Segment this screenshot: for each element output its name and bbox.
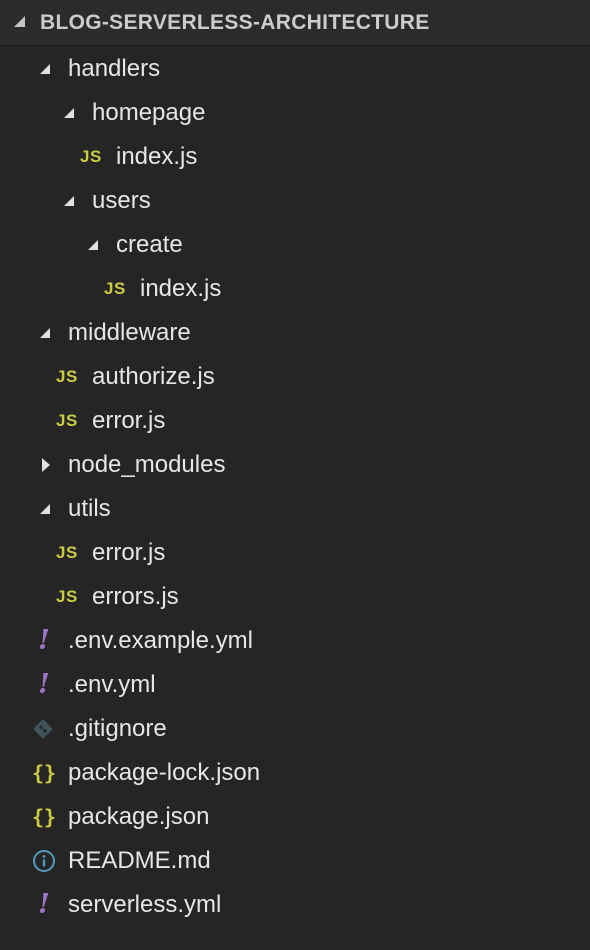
tree-folder-node-modules[interactable]: node_modules [0,443,590,487]
folder-expanded-icon[interactable] [64,108,74,118]
yaml-file-icon: ! [38,889,50,920]
tree-file-package-lock-json[interactable]: {} package-lock.json [0,751,590,795]
tree-file-env-example-yml[interactable]: ! .env.example.yml [0,619,590,663]
tree-file-gitignore[interactable]: .gitignore [0,707,590,751]
file-label: authorize.js [92,363,215,390]
file-label: package-lock.json [68,759,261,786]
tree-folder-middleware[interactable]: middleware [0,311,590,355]
javascript-file-icon: JS [80,147,102,166]
file-label: index.js [116,143,198,170]
tree-file-serverless-yml[interactable]: ! serverless.yml [0,883,590,927]
project-title: BLOG-SERVERLESS-ARCHITECTURE [40,11,430,34]
info-file-icon [33,850,55,872]
javascript-file-icon: JS [56,587,78,606]
git-file-icon [33,719,53,739]
folder-label: node_modules [68,451,226,478]
folder-expanded-icon[interactable] [40,504,50,514]
file-label: error.js [92,407,166,434]
json-file-icon: {} [32,761,57,785]
tree-folder-users[interactable]: users [0,179,590,223]
tree-file-utils-error-js[interactable]: JS error.js [0,531,590,575]
folder-label: handlers [68,55,161,82]
javascript-file-icon: JS [56,543,78,562]
yaml-file-icon: ! [38,625,50,656]
tree-file-utils-errors-js[interactable]: JS errors.js [0,575,590,619]
explorer-section-header[interactable]: BLOG-SERVERLESS-ARCHITECTURE [0,0,590,46]
json-file-icon: {} [32,805,57,829]
tree-folder-handlers[interactable]: handlers [0,47,590,91]
yaml-file-icon: ! [38,669,50,700]
javascript-file-icon: JS [56,411,78,430]
folder-label: users [92,187,151,214]
javascript-file-icon: JS [104,279,126,298]
file-label: .env.example.yml [68,627,253,654]
file-label: .gitignore [68,715,167,742]
file-label: serverless.yml [68,891,222,918]
tree-file-create-index-js[interactable]: JS index.js [0,267,590,311]
file-label: index.js [140,275,222,302]
folder-collapsed-icon[interactable] [42,458,50,472]
file-label: error.js [92,539,166,566]
file-tree: handlers homepage JS index.js users crea… [0,47,590,927]
folder-label: create [116,231,183,258]
folder-label: homepage [92,99,206,126]
tree-file-homepage-index-js[interactable]: JS index.js [0,135,590,179]
file-label: .env.yml [68,671,156,698]
javascript-file-icon: JS [56,367,78,386]
tree-folder-homepage[interactable]: homepage [0,91,590,135]
file-label: errors.js [92,583,179,610]
tree-folder-utils[interactable]: utils [0,487,590,531]
tree-file-middleware-error-js[interactable]: JS error.js [0,399,590,443]
folder-expanded-icon[interactable] [64,196,74,206]
folder-label: utils [68,495,111,522]
tree-file-authorize-js[interactable]: JS authorize.js [0,355,590,399]
folder-expanded-icon[interactable] [40,64,50,74]
file-label: README.md [68,847,211,874]
tree-file-env-yml[interactable]: ! .env.yml [0,663,590,707]
tree-folder-create[interactable]: create [0,223,590,267]
file-label: package.json [68,803,210,830]
caret-down-icon[interactable] [14,16,25,27]
folder-expanded-icon[interactable] [88,240,98,250]
folder-label: middleware [68,319,191,346]
tree-file-package-json[interactable]: {} package.json [0,795,590,839]
tree-file-readme-md[interactable]: README.md [0,839,590,883]
folder-expanded-icon[interactable] [40,328,50,338]
